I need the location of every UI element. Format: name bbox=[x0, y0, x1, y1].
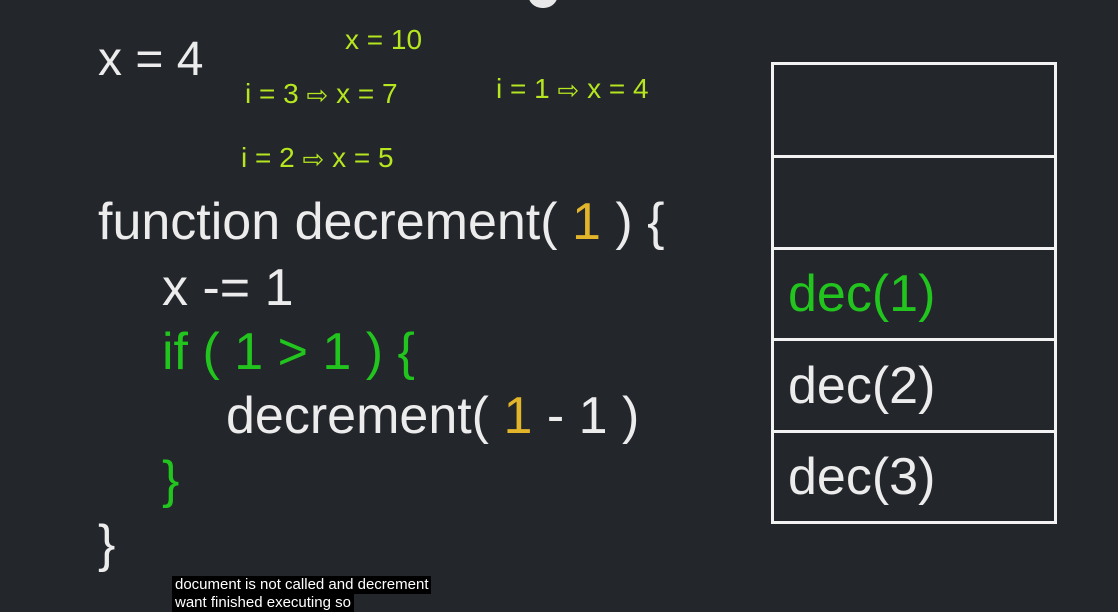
code-line-recursive-call: decrement( 1 - 1 ) bbox=[226, 386, 639, 446]
recursive-call-name: decrement( bbox=[226, 387, 489, 445]
step-i1-label: i = 1 bbox=[496, 73, 550, 104]
function-open-brace: ) { bbox=[615, 193, 665, 251]
stack-frame-label: dec(3) bbox=[788, 448, 936, 506]
stack-frame-label: dec(2) bbox=[788, 356, 936, 415]
step-i3: i = 3 ⇨ x = 7 bbox=[245, 78, 398, 111]
recursive-call-rest: - 1 ) bbox=[546, 387, 640, 445]
arrow-right-icon: ⇨ bbox=[306, 80, 329, 111]
stack-frame-empty bbox=[774, 158, 1054, 250]
step-i2-result: x = 5 bbox=[332, 142, 394, 173]
step-i1: i = 1 ⇨ x = 4 bbox=[496, 73, 649, 106]
call-stack: dec(1) dec(2) dec(3) bbox=[771, 62, 1057, 524]
code-line-decrement: x -= 1 bbox=[162, 259, 294, 317]
player-control-icon[interactable] bbox=[528, 0, 558, 8]
stack-frame-dec2: dec(2) bbox=[774, 341, 1054, 433]
x-initial-value: x = 4 bbox=[98, 33, 204, 86]
step-i2: i = 2 ⇨ x = 5 bbox=[241, 142, 394, 175]
step-i1-result: x = 4 bbox=[587, 73, 649, 104]
code-line-function-close: } bbox=[98, 515, 116, 573]
recursive-call-argument: 1 bbox=[489, 387, 547, 445]
arrow-right-icon: ⇨ bbox=[302, 144, 325, 175]
function-argument: 1 bbox=[557, 193, 616, 251]
caption-line-2: want finished executing so bbox=[172, 594, 354, 612]
code-line-function: function decrement( 1 ) { bbox=[98, 192, 665, 252]
code-line-if-close: } bbox=[162, 451, 180, 509]
step-i3-result: x = 7 bbox=[336, 78, 398, 109]
stack-frame-empty bbox=[774, 65, 1054, 158]
caption-line-1: document is not called and decrement bbox=[172, 576, 432, 594]
step-i2-label: i = 2 bbox=[241, 142, 295, 173]
stack-frame-dec1: dec(1) bbox=[774, 250, 1054, 341]
function-signature: function decrement( bbox=[98, 193, 558, 251]
stack-frame-dec3: dec(3) bbox=[774, 433, 1054, 521]
code-line-if: if ( 1 > 1 ) { bbox=[162, 323, 415, 381]
step-i3-label: i = 3 bbox=[245, 78, 299, 109]
x-final-value: x = 10 bbox=[345, 24, 423, 55]
stack-frame-label: dec(1) bbox=[788, 265, 936, 323]
arrow-right-icon: ⇨ bbox=[557, 75, 580, 106]
